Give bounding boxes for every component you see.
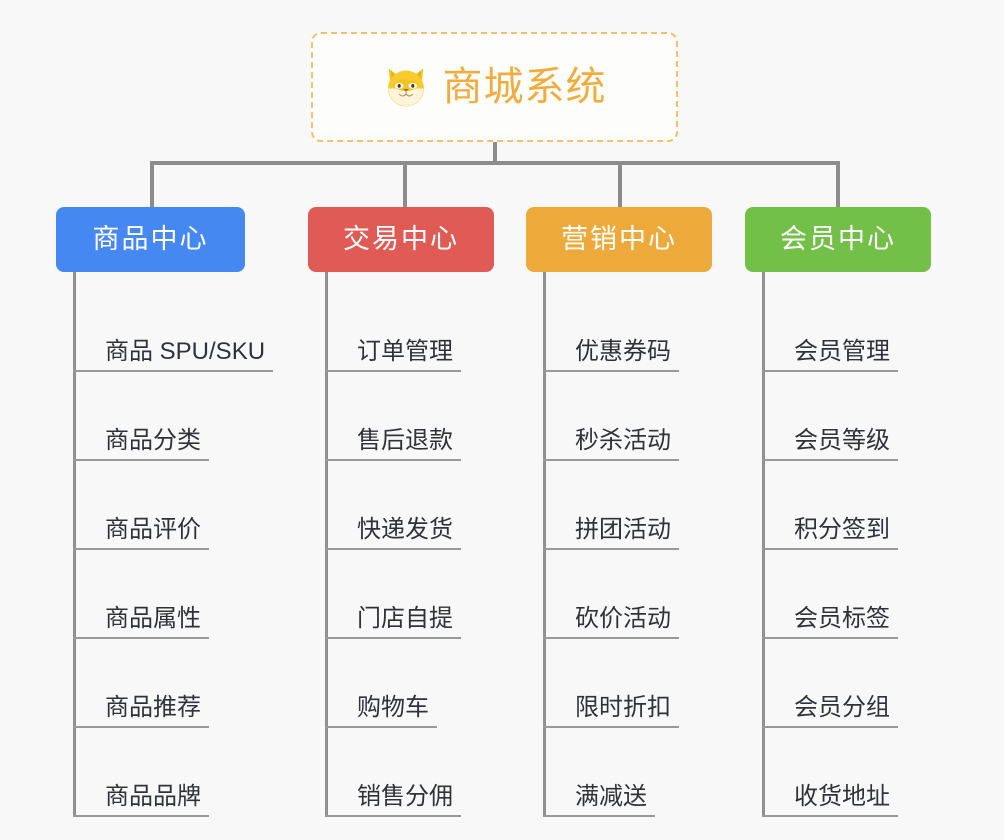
leaf-item[interactable]: 砍价活动 [543, 550, 679, 639]
category-box-trade-center[interactable]: 交易中心 [308, 207, 494, 272]
leaf-item[interactable]: 购物车 [325, 639, 437, 728]
leaf-label: 会员管理 [794, 338, 890, 366]
leaf-label: 秒杀活动 [575, 427, 671, 455]
category-box-marketing-center[interactable]: 营销中心 [526, 207, 712, 272]
column-trunk-trade-center [325, 272, 328, 817]
category-label: 营销中心 [561, 224, 677, 254]
category-box-member-center[interactable]: 会员中心 [745, 207, 931, 272]
leaf-item[interactable]: 满减送 [543, 728, 655, 817]
leaf-label: 快递发货 [357, 516, 453, 544]
leaf-item[interactable]: 商品属性 [73, 550, 209, 639]
leaf-item[interactable]: 拼团活动 [543, 461, 679, 550]
category-label: 商品中心 [92, 224, 209, 254]
leaf-label: 砍价活动 [575, 605, 671, 633]
connector-drop-member-center [836, 161, 840, 209]
leaf-label: 积分签到 [794, 516, 890, 544]
category-label: 会员中心 [780, 224, 896, 254]
leaf-label: 限时折扣 [575, 694, 671, 722]
category-box-product-center[interactable]: 商品中心 [56, 207, 245, 272]
leaf-label: 满减送 [575, 783, 647, 811]
connector-root-stub [493, 142, 497, 164]
column-trunk-member-center [762, 272, 765, 817]
leaf-item[interactable]: 商品分类 [73, 372, 209, 461]
leaf-item[interactable]: 门店自提 [325, 550, 461, 639]
leaf-label: 订单管理 [357, 338, 453, 366]
leaf-item[interactable]: 商品品牌 [73, 728, 209, 817]
leaf-item[interactable]: 会员管理 [762, 283, 898, 372]
root-node[interactable]: 商城系统 [311, 32, 678, 142]
leaf-label: 商品 SPU/SKU [105, 338, 266, 366]
leaf-item[interactable]: 优惠券码 [543, 283, 679, 372]
shiba-dog-face-icon [387, 68, 424, 107]
leaf-item[interactable]: 会员标签 [762, 550, 898, 639]
column-trunk-marketing-center [543, 272, 546, 817]
leaf-label: 购物车 [357, 694, 429, 722]
leaf-label: 售后退款 [357, 427, 453, 455]
leaf-label: 拼团活动 [575, 516, 671, 544]
leaf-label: 优惠券码 [575, 338, 671, 366]
leaf-item[interactable]: 商品评价 [73, 461, 209, 550]
leaf-item[interactable]: 商品推荐 [73, 639, 209, 728]
leaf-label: 会员标签 [794, 605, 890, 633]
leaf-label: 商品品牌 [105, 783, 201, 811]
leaf-item[interactable]: 销售分佣 [325, 728, 461, 817]
leaf-item[interactable]: 快递发货 [325, 461, 461, 550]
connector-drop-trade-center [403, 161, 407, 209]
leaf-item[interactable]: 订单管理 [325, 283, 461, 372]
leaf-item[interactable]: 收货地址 [762, 728, 898, 817]
leaf-item[interactable]: 会员等级 [762, 372, 898, 461]
leaf-item[interactable]: 会员分组 [762, 639, 898, 728]
leaf-label: 商品推荐 [105, 694, 201, 722]
leaf-label: 会员分组 [794, 694, 890, 722]
leaf-label: 商品分类 [105, 427, 201, 455]
leaf-item[interactable]: 秒杀活动 [543, 372, 679, 461]
leaf-label: 门店自提 [357, 605, 453, 633]
leaf-label: 商品评价 [105, 516, 201, 544]
leaf-item[interactable]: 售后退款 [325, 372, 461, 461]
connector-horizontal-bus [150, 161, 840, 165]
leaf-label: 商品属性 [105, 605, 201, 633]
leaf-item[interactable]: 商品 SPU/SKU [73, 283, 273, 372]
connector-drop-product-center [150, 161, 154, 209]
leaf-label: 收货地址 [794, 783, 890, 811]
leaf-item[interactable]: 积分签到 [762, 461, 898, 550]
category-label: 交易中心 [343, 224, 459, 254]
leaf-label: 销售分佣 [357, 783, 453, 811]
leaf-item[interactable]: 限时折扣 [543, 639, 679, 728]
connector-drop-marketing-center [618, 161, 622, 209]
leaf-label: 会员等级 [794, 427, 890, 455]
root-title: 商城系统 [442, 65, 607, 109]
column-trunk-product-center [73, 272, 76, 817]
